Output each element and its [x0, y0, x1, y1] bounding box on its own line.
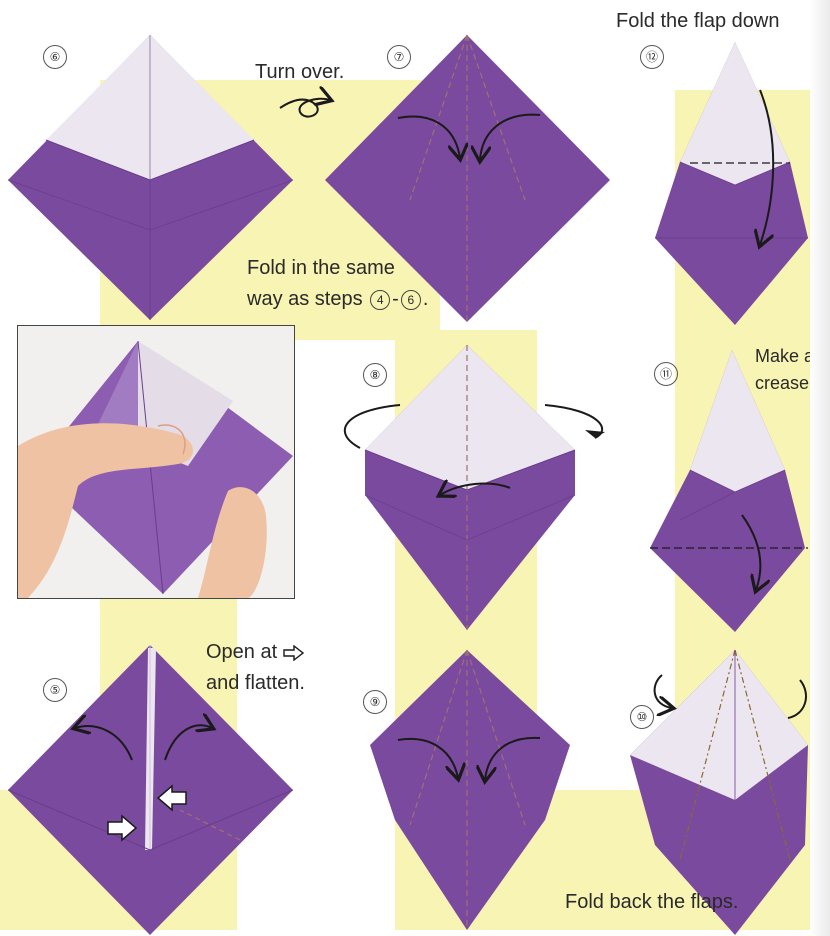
- step-number-5: ⑤: [43, 678, 67, 702]
- and-flatten-label: and flatten.: [206, 671, 305, 696]
- fold-same-way-line1: Fold in the same: [247, 256, 395, 281]
- step-number-12: ⑫: [640, 45, 664, 69]
- open-at-label: Open at: [206, 640, 305, 665]
- step-number-8: ⑧: [363, 363, 387, 387]
- step-ref-4: 4: [370, 290, 390, 310]
- turn-over-label: Turn over.: [255, 60, 344, 85]
- step-number-11: ⑪: [654, 362, 678, 386]
- step-ref-6: 6: [401, 290, 421, 310]
- step-number-6: ⑥: [43, 45, 67, 69]
- step-8-diagram: [345, 345, 605, 630]
- fold-flap-down-label: Fold the flap down: [616, 9, 779, 34]
- step-number-9: ⑨: [363, 690, 387, 714]
- make-crease-line1: Make a: [755, 345, 814, 368]
- fold-back-flaps-label: Fold back the flaps.: [565, 890, 738, 915]
- fold-same-way-line2: way as steps 4-6.: [247, 287, 428, 312]
- open-arrow-icon: [283, 645, 305, 661]
- make-crease-line2: crease.: [755, 372, 814, 395]
- hands-folding-photo: [17, 325, 295, 599]
- page-edge-shadow: [810, 0, 830, 936]
- step-number-7: ⑦: [387, 45, 411, 69]
- step-number-10: ⑩: [630, 705, 654, 729]
